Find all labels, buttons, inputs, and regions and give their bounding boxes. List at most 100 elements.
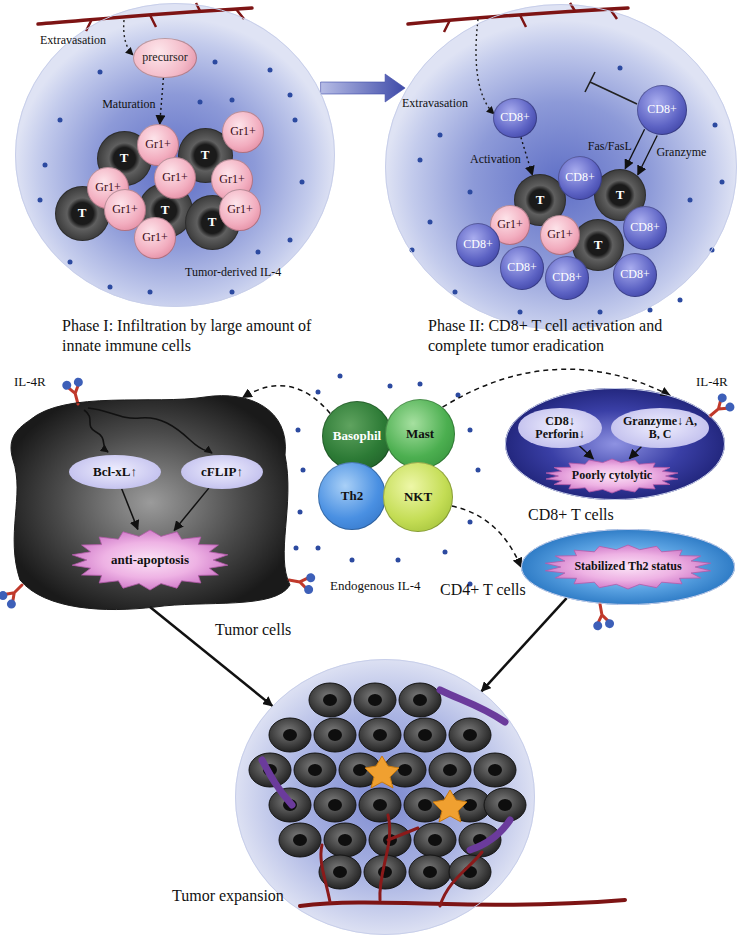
signal-arrow: [84, 410, 108, 452]
tumor-cell-icon: [324, 823, 366, 857]
cell-label: T: [208, 215, 217, 229]
il4-dot: [58, 118, 63, 123]
extravasation-arrow: [476, 19, 494, 114]
cell-label: CD8↓ Perforin↓: [529, 415, 591, 441]
il4-dot: [468, 428, 473, 433]
tumor-cell-outline: Tumor cellsBcl-xL↑cFLIP↑anti-apoptosis: [5, 385, 295, 612]
label-holder: Extravasation: [402, 93, 468, 111]
cd8-cell: CD8+: [637, 85, 687, 135]
cell-label: Poorly cytolytic: [572, 469, 652, 482]
extravasation-arrow: [124, 20, 133, 55]
il4-dot: [453, 290, 458, 295]
zone-outline: [522, 530, 735, 605]
cell-label: Basophil: [333, 429, 381, 443]
connector: [521, 137, 533, 175]
tumor-cell-icon: [409, 855, 451, 889]
connector: [174, 488, 209, 530]
label-holder: Fas/FasL: [588, 136, 632, 154]
receptor-symbol: [287, 570, 316, 595]
cell-label: Gr1+: [227, 203, 252, 216]
cell-label: T: [536, 193, 545, 207]
il4-dot: [418, 158, 423, 163]
il4-dot: [468, 520, 473, 525]
cell-label: NKT: [404, 490, 432, 504]
cell-label: CD8+: [565, 171, 594, 184]
label-holder: Maturation: [102, 94, 155, 112]
free-label: Tumor-derived IL-4: [185, 266, 281, 280]
cd8-cell: CD8+: [456, 223, 500, 267]
gr1-cell: Gr1+: [540, 215, 580, 255]
il4-dot: [198, 100, 203, 105]
molecule-oval: Granzyme↓ A, B, C: [611, 408, 709, 448]
cell-label: CD8+: [463, 238, 492, 251]
il4-dot: [350, 558, 355, 563]
il4-dot: [301, 468, 306, 473]
il4-dot: [713, 123, 718, 128]
cell-label: Gr1+: [547, 228, 572, 241]
tumor-cell-icon: [404, 718, 446, 752]
zone-outline: [506, 389, 725, 500]
cd4-cell-body: [521, 529, 735, 605]
molecule-oval: CD8↓ Perforin↓: [518, 408, 602, 448]
il4-dot: [443, 550, 448, 555]
connector: [443, 369, 671, 407]
gr1-cell: Gr1+: [222, 111, 264, 153]
vessel-branch: [321, 815, 482, 906]
tumor-cell-icon: [309, 683, 351, 717]
il4-dot: [294, 546, 299, 551]
tumor-cell-icon: [314, 718, 356, 752]
cd8-cell: CD8+: [623, 206, 667, 250]
phase-ground: [15, 3, 335, 307]
il4-dot: [213, 60, 218, 65]
il4-dot: [688, 198, 693, 203]
cell-caption: Tumor cells: [215, 620, 291, 640]
cell-label: CD8+: [630, 221, 659, 234]
tumor-cell-icon: [269, 718, 311, 752]
zone-outline: [16, 4, 335, 307]
cell-label: CD8+: [647, 103, 676, 116]
tumor-cell-icon: [484, 788, 526, 822]
cell-label: CD8+: [552, 271, 581, 284]
il4-dot: [268, 68, 273, 73]
il4-dot: [148, 290, 153, 295]
il4-dot: [476, 468, 481, 473]
cell-label: T: [616, 188, 625, 202]
il4-dot: [230, 290, 235, 295]
zone-outline: [386, 5, 737, 330]
tumor-cell-icon: [359, 718, 401, 752]
caption-holder: Tumor expansion: [172, 886, 302, 906]
cell-label: Th2: [341, 489, 363, 503]
molecule-oval: Bcl-xL↑: [69, 455, 161, 489]
connector: [579, 446, 593, 459]
cd8-cell: CD8+: [558, 156, 602, 200]
cd8-cell: CD8+: [500, 246, 544, 290]
free-label: Endogenous IL-4: [330, 579, 421, 594]
caption-holder: Tumor cells: [215, 620, 315, 640]
starburst-shape: [545, 545, 710, 589]
cell-label: Gr1+: [230, 125, 255, 138]
label-holder: Granzyme: [656, 142, 706, 160]
il4-dot: [396, 558, 401, 563]
cell-label: T: [594, 238, 603, 252]
cell-caption: Tumor expansion: [172, 886, 284, 906]
label-holder: IL-4R: [14, 372, 46, 390]
cell-label: CD8+: [620, 268, 649, 281]
free-label: IL-4R: [696, 375, 728, 390]
il4-dot: [256, 250, 261, 255]
tumor-cell-icon: [414, 823, 456, 857]
il4-dot: [468, 190, 473, 195]
label-holder: Extravasation: [40, 30, 106, 48]
connector: [452, 506, 521, 567]
tumor-cell-icon: [354, 683, 396, 717]
cell-caption: CD8+ T cells: [528, 505, 614, 525]
connector: [638, 136, 657, 175]
tumor-cell-icon: [294, 753, 336, 787]
source-cell: Mast: [385, 399, 455, 469]
cd8-cell: CD8+: [545, 256, 589, 300]
cell-label: cFLIP↑: [201, 465, 243, 479]
free-label: IL-4R: [14, 375, 46, 390]
caption-holder: Phase II: CD8+ T cell activation and com…: [428, 316, 686, 356]
il4-dot: [38, 198, 43, 203]
il4-dot: [288, 238, 293, 243]
